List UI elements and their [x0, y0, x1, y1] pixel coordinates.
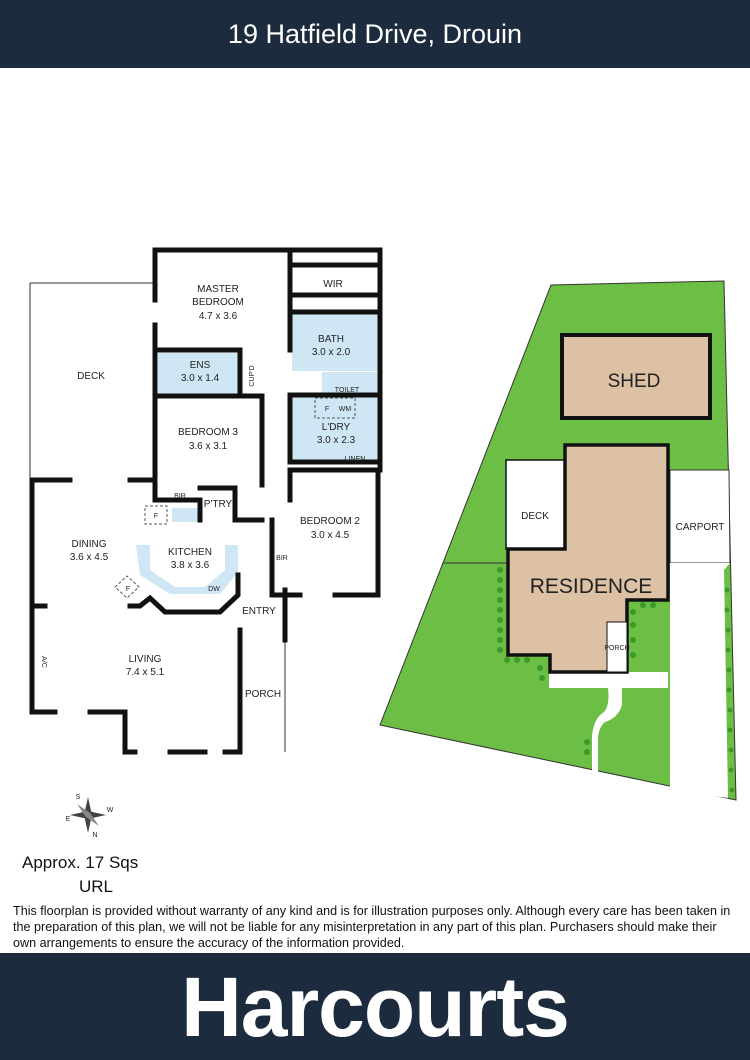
room-name: PORCH [245, 689, 281, 700]
room-labels: MASTER BEDROOM 4.7 x 3.6 WIR BATH 3.0 x … [40, 279, 365, 700]
walls [29, 247, 383, 755]
room-name: LIVING [129, 654, 162, 665]
dishwasher-label: DW [208, 586, 220, 593]
fixtures [114, 397, 356, 599]
ac-label: A/C [40, 656, 47, 668]
floor-area: Approx. 17 Sqs [22, 853, 139, 872]
compass-w: W [107, 807, 114, 814]
room-size: 3.6 x 4.5 [70, 552, 109, 563]
compass-e: E [66, 816, 71, 823]
room-size: 3.8 x 3.6 [171, 560, 210, 571]
fridge-label: F [154, 513, 158, 520]
floorplan-drawing: MASTER BEDROOM 4.7 x 3.6 WIR BATH 3.0 x … [29, 247, 737, 839]
site-porch-label: PORCH [604, 645, 629, 652]
wet-areas [136, 313, 378, 594]
room-name: WIR [323, 279, 342, 290]
room-size: 4.7 x 3.6 [199, 311, 238, 322]
room-size: 3.0 x 2.3 [317, 435, 356, 446]
room-size: 3.0 x 2.0 [312, 347, 351, 358]
room-size: 3.0 x 1.4 [181, 373, 220, 384]
room-name: CUP'D [249, 365, 256, 386]
room-name: LINEN [345, 456, 366, 463]
room-name: MASTER [197, 284, 239, 295]
footer: Harcourts [0, 953, 750, 1060]
compass-s: S [76, 794, 81, 801]
fireplace-label: F [126, 586, 130, 593]
room-name: L'DRY [322, 422, 351, 433]
property-address: 19 Hatfield Drive, Drouin [227, 19, 523, 49]
room-name: BEDROOM 3 [178, 427, 238, 438]
room-name: ENS [190, 360, 211, 371]
url-label: URL [79, 877, 114, 896]
compass-icon: S W E N [66, 794, 114, 839]
site-plan: SHED RESIDENCE DECK CARPORT PORCH [379, 280, 737, 801]
brand-logo: Harcourts [181, 960, 570, 1054]
page-header: 19 Hatfield Drive, Drouin [0, 0, 750, 68]
disclaimer: This floorplan is provided without warra… [13, 904, 731, 950]
room-name: BEDROOM [192, 297, 244, 308]
room-name: BEDROOM 2 [300, 516, 360, 527]
site-residence-label: RESIDENCE [530, 575, 653, 598]
room-name: TOILET [335, 387, 360, 394]
room-name: BIR [276, 555, 288, 562]
fridge-label: F [325, 406, 329, 413]
site-deck-label: DECK [521, 511, 549, 522]
room-size: 3.6 x 3.1 [189, 441, 228, 452]
room-name: DINING [72, 539, 107, 550]
hedge-icons [497, 567, 735, 793]
site-shed-label: SHED [608, 371, 661, 392]
room-name: ENTRY [242, 606, 276, 617]
site-carport-label: CARPORT [676, 522, 725, 533]
room-name: KITCHEN [168, 547, 212, 558]
room-name: BIR [174, 493, 186, 500]
room-name: BATH [318, 334, 344, 345]
room-size: 7.4 x 5.1 [126, 667, 165, 678]
room-name: P'TRY [204, 499, 233, 510]
room-name: DECK [77, 371, 105, 382]
washer-label: WM [339, 406, 352, 413]
room-size: 3.0 x 4.5 [311, 530, 350, 541]
compass-n: N [92, 832, 97, 839]
